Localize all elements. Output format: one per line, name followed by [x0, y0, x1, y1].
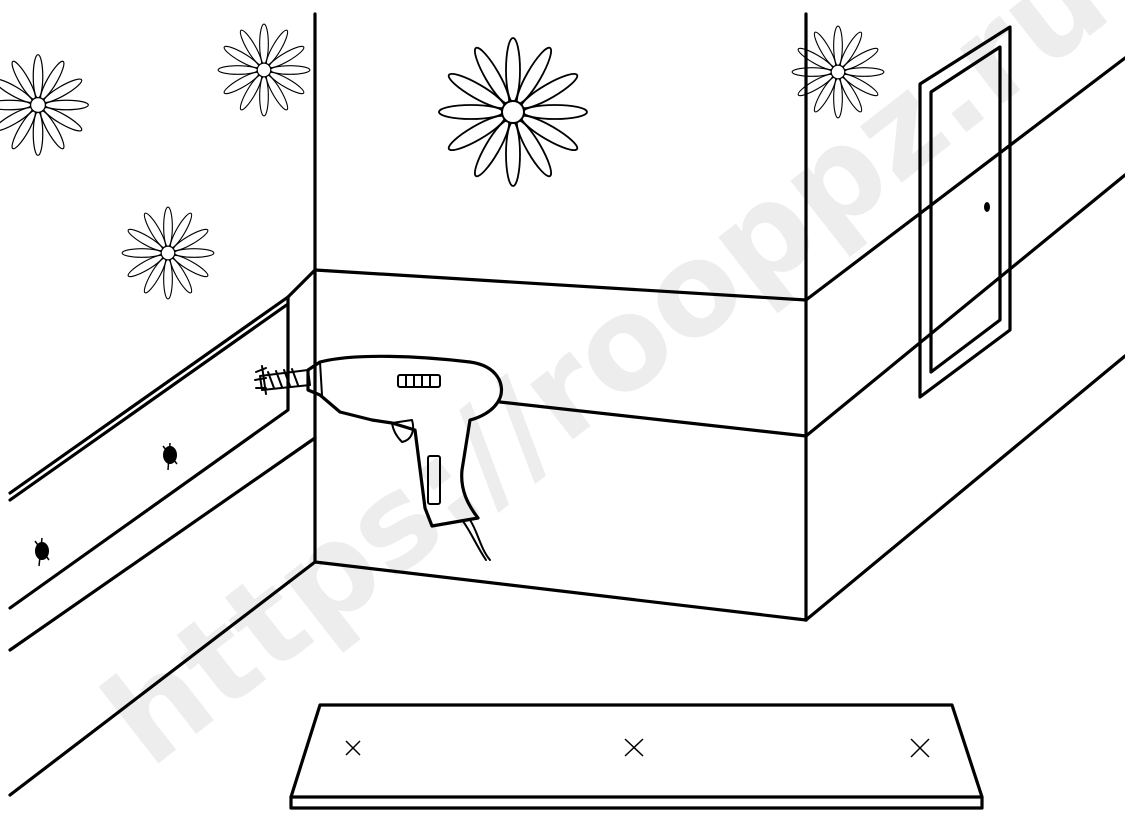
cross-mark-icon [911, 739, 929, 757]
cross-mark-icon [625, 739, 643, 756]
drilled-hole-icon [163, 443, 177, 470]
wall-flower-icon [122, 207, 214, 299]
wall-flower-icon [439, 38, 587, 186]
floor-skirting-board [291, 705, 982, 808]
drilled-hole-icon [35, 538, 49, 566]
watermark-text: https://rooppz.ru [77, 0, 1125, 794]
flower-center [161, 246, 175, 260]
cross-mark-icon [346, 741, 360, 755]
wall-flower-icon [218, 24, 310, 116]
wall-flower-icon [0, 55, 88, 156]
flower-center [31, 98, 46, 113]
flower-center [831, 65, 845, 79]
flower-center [502, 101, 524, 123]
flower-center [257, 63, 271, 77]
